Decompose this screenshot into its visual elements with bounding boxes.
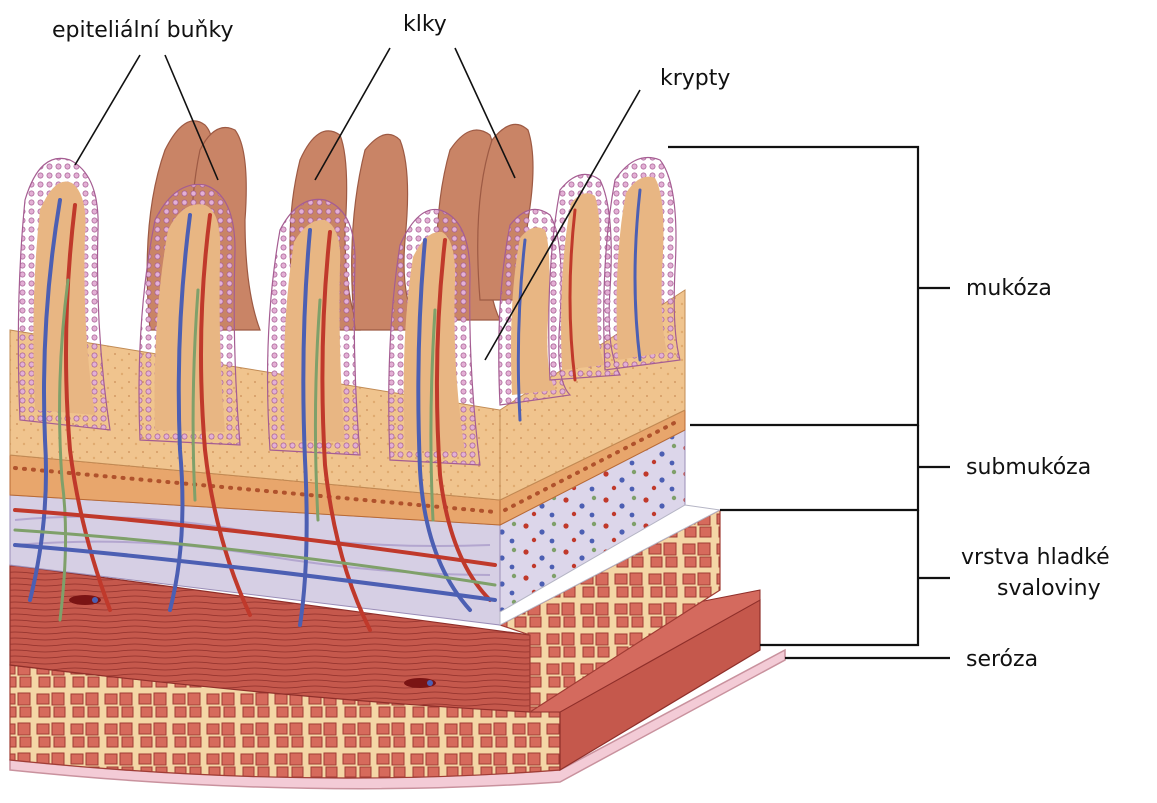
muscle-nucleus-dot [427, 680, 433, 686]
label-serosa: seróza [966, 647, 1038, 673]
muscle-nucleus-dot [92, 597, 98, 603]
label-epithelial-cells: epiteliální buňky [52, 18, 233, 44]
bracket-mucosa [668, 147, 918, 425]
leader-epithelial-left [75, 55, 140, 165]
label-mucosa: mukóza [966, 276, 1052, 302]
bracket-muscle [760, 510, 918, 645]
label-smooth-muscle-line1: vrstva hladké [961, 545, 1110, 571]
label-submucosa: submukóza [966, 455, 1091, 481]
label-smooth-muscle-line2: svaloviny [997, 576, 1101, 602]
label-villi: klky [403, 12, 447, 38]
label-crypts: krypty [660, 66, 730, 92]
bracket-submucosa [720, 425, 918, 510]
